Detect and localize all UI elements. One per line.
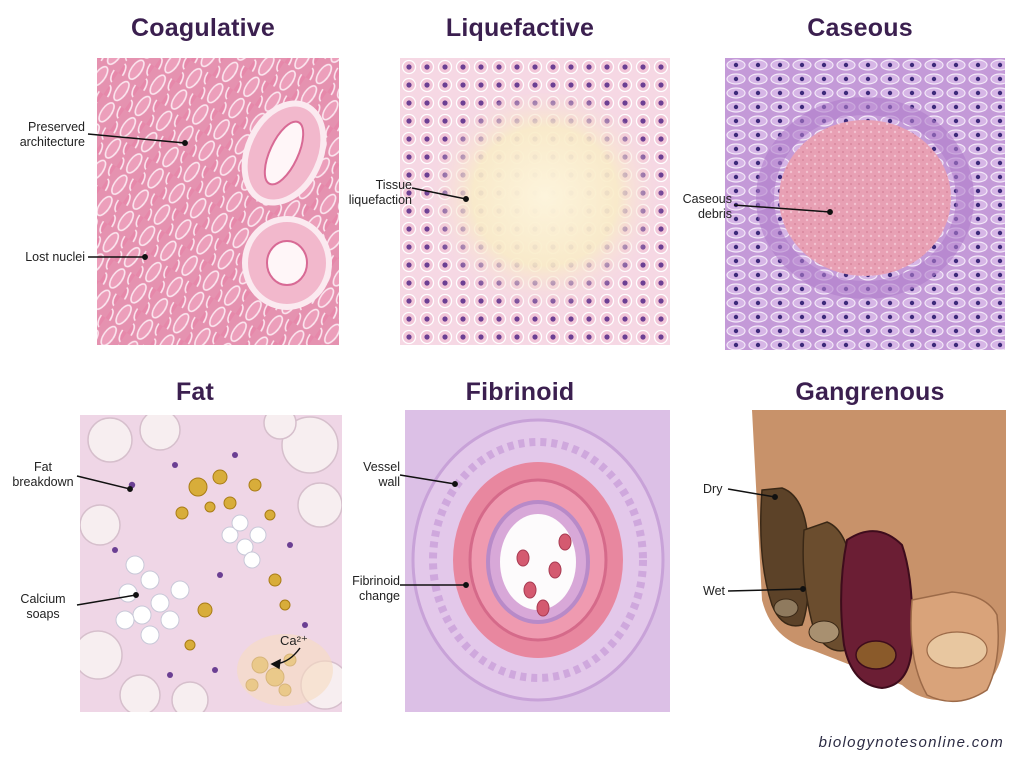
watermark: biologynotesonline.com — [818, 734, 1004, 751]
label-lost-nuclei: Lost nuclei — [25, 250, 85, 264]
caseous-illustration — [725, 58, 1005, 350]
panel-title-gangrenous: Gangrenous — [795, 378, 945, 406]
liquefactive-tissue-image — [400, 58, 670, 345]
label-calcium-soaps: Calcium soaps — [20, 592, 66, 621]
panel-title-caseous: Caseous — [807, 14, 913, 42]
panel-title-coagulative: Coagulative — [131, 14, 275, 42]
label-caseous-debris: Caseous debris — [682, 192, 732, 221]
label-preserved-architecture: Preserved architecture — [19, 120, 85, 149]
label-vessel-wall: Vessel wall — [363, 460, 400, 489]
calcium-ion-annotation: Ca²⁺ — [280, 633, 308, 648]
caseous-tissue-image — [725, 58, 1005, 350]
panel-title-fibrinoid: Fibrinoid — [465, 378, 575, 406]
label-dry: Dry — [703, 482, 723, 496]
panel-title-liquefactive: Liquefactive — [445, 14, 595, 42]
coagulative-tissue-image — [97, 58, 339, 345]
fat-illustration — [80, 415, 342, 712]
coagulative-illustration — [97, 58, 339, 345]
label-wet: Wet — [703, 584, 725, 598]
fibrinoid-tissue-image — [405, 410, 670, 712]
label-tissue-liquefaction: Tissue liquefaction — [348, 178, 412, 207]
label-fibrinoid-change: Fibrinoid change — [352, 574, 400, 603]
panel-title-fat: Fat — [175, 378, 215, 406]
fibrinoid-illustration — [405, 410, 670, 712]
gangrenous-foot-image — [752, 410, 1006, 712]
gangrenous-illustration — [752, 410, 1006, 712]
liquefactive-illustration — [400, 58, 670, 345]
fat-tissue-image: Ca²⁺ — [80, 415, 342, 712]
label-fat-breakdown: Fat breakdown — [12, 460, 74, 489]
